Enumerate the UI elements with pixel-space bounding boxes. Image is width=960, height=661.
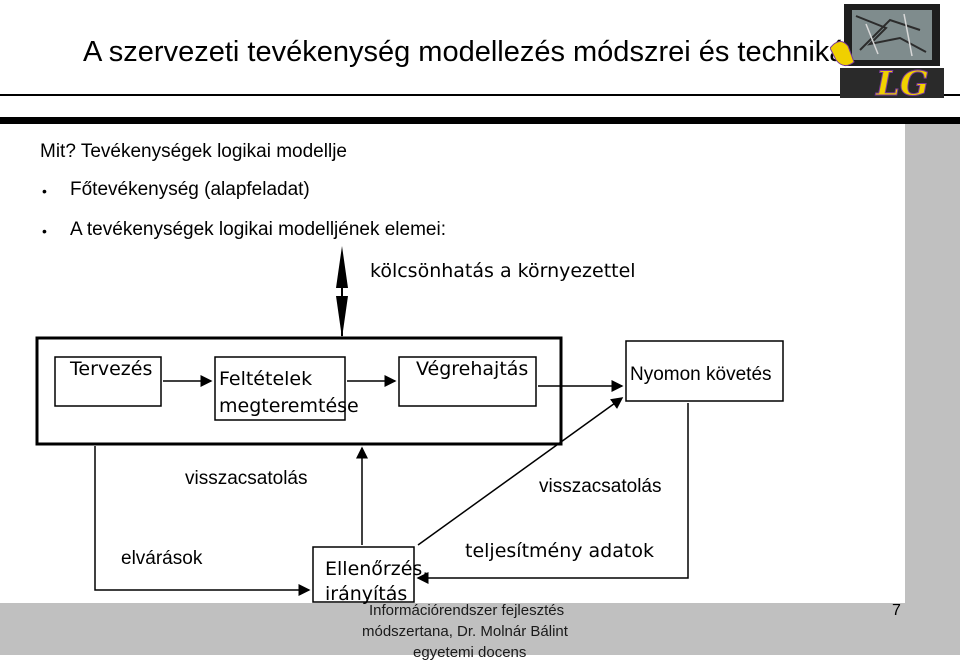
computer-logo-icon: LG bbox=[830, 4, 944, 105]
arrow-elvarasok bbox=[94, 446, 311, 596]
label-feedback-right: visszacsatolás bbox=[539, 476, 662, 497]
footer-line1: Információrendszer fejlesztés bbox=[369, 602, 565, 619]
activity-frame bbox=[35, 336, 563, 446]
title-rule-thick bbox=[0, 117, 960, 124]
box-tervezes bbox=[54, 356, 162, 407]
label-feltetelek-1: Feltételek bbox=[219, 368, 313, 390]
label-elvarasok: elvárások bbox=[121, 548, 203, 569]
slide-shadow-right bbox=[905, 124, 960, 655]
bullet-item: A tevékenységek logikai modelljének elem… bbox=[70, 219, 446, 240]
svg-text:LG: LG bbox=[875, 64, 929, 104]
label-teljesitmeny: teljesítmény adatok bbox=[465, 540, 654, 562]
label-ellenorzes-2: irányítás bbox=[325, 583, 408, 605]
label-feltetelek-2: megteremtése bbox=[219, 395, 359, 417]
label-nyomon: Nyomon követés bbox=[630, 364, 772, 385]
box-feltetelek bbox=[214, 356, 346, 421]
label-tervezes: Tervezés bbox=[70, 358, 153, 380]
bullet-dot: • bbox=[42, 183, 47, 199]
slide-title: A szervezeti tevékenység modellezés móds… bbox=[83, 36, 852, 68]
page-number: 7 bbox=[892, 602, 901, 619]
footer-line2: módszertana, Dr. Molnár Bálint bbox=[362, 623, 568, 640]
env-arrow-down bbox=[336, 296, 348, 338]
label-ellenorzes-1: Ellenőrzés, bbox=[325, 558, 429, 580]
box-ellenorzes bbox=[312, 546, 415, 603]
bullet-dot: • bbox=[42, 223, 47, 239]
label-feedback-left: visszacsatolás bbox=[185, 468, 308, 489]
arrow-teljesitmeny bbox=[416, 403, 689, 584]
label-vegrehajtas: Végrehajtás bbox=[416, 358, 529, 380]
intro-line: Mit? Tevékenységek logikai modellje bbox=[40, 141, 347, 162]
box-nyomon bbox=[625, 340, 784, 402]
box-vegrehajtas bbox=[398, 356, 537, 407]
slide-shadow-bottom bbox=[0, 603, 960, 655]
env-label: kölcsönhatás a környezettel bbox=[370, 260, 636, 282]
footer-line3: egyetemi docens bbox=[413, 644, 527, 661]
env-arrow-up bbox=[336, 246, 348, 288]
bullet-item: Főtevékenység (alapfeladat) bbox=[70, 179, 310, 200]
title-rule bbox=[0, 94, 960, 96]
arrow-feedback-right bbox=[417, 397, 624, 546]
